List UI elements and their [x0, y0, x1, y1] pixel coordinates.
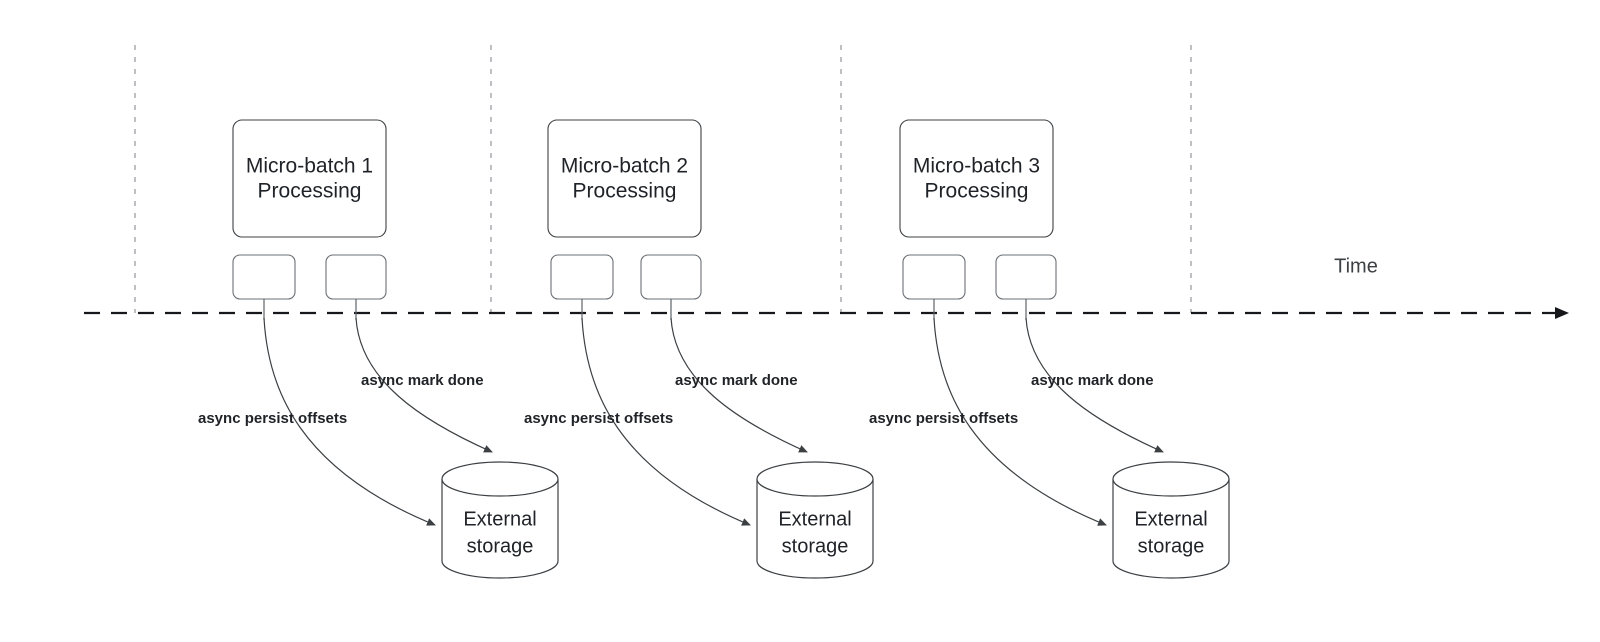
- micro-batch-1-label-line1: Micro-batch 1: [246, 155, 373, 178]
- micro-batch-3-persist-label: async persist offsets: [869, 410, 1018, 427]
- micro-batch-2-markdone-arrow: [670, 317, 808, 453]
- micro-batch-group-1: Micro-batch 1 Processing async persist o…: [198, 119, 559, 579]
- external-storage-2-label-line1: External: [778, 508, 851, 530]
- external-storage-3-top: [1112, 461, 1230, 497]
- micro-batch-3-markdone-arrow: [1025, 317, 1164, 453]
- external-storage-2-label-line2: storage: [782, 535, 849, 557]
- micro-batch-2-markdone-label: async mark done: [675, 372, 798, 389]
- micro-batch-3-persist-arrow: [933, 317, 1107, 526]
- micro-batch-1-persist-task-box[interactable]: [232, 254, 296, 300]
- micro-batch-3-label-line2: Processing: [925, 180, 1029, 203]
- micro-batch-1-label-line2: Processing: [258, 180, 362, 203]
- micro-batch-3-persist-task-box[interactable]: [902, 254, 966, 300]
- micro-batch-2-label-line1: Micro-batch 2: [561, 155, 688, 178]
- timeline-tick-guides: [134, 45, 1192, 313]
- micro-batch-group-3: Micro-batch 3 Processing async persist o…: [869, 119, 1230, 579]
- micro-batch-group-2: Micro-batch 2 Processing async persist o…: [524, 119, 874, 579]
- micro-batch-1-markdone-label: async mark done: [361, 372, 484, 389]
- micro-batch-1-persist-label: async persist offsets: [198, 410, 347, 427]
- micro-batch-2-persist-task-box[interactable]: [550, 254, 614, 300]
- micro-batch-1-markdone-task-box[interactable]: [325, 254, 387, 300]
- micro-batch-3-markdone-label: async mark done: [1031, 372, 1154, 389]
- micro-batch-2-persist-label: async persist offsets: [524, 410, 673, 427]
- external-storage-1[interactable]: External storage: [441, 461, 559, 579]
- external-storage-3-label-line2: storage: [1138, 535, 1205, 557]
- external-storage-3-body: [1112, 479, 1230, 579]
- micro-batch-1-persist-arrow: [263, 317, 436, 526]
- external-storage-1-label-line2: storage: [467, 535, 534, 557]
- micro-batch-3-box[interactable]: [899, 119, 1054, 238]
- external-storage-1-top: [441, 461, 559, 497]
- external-storage-3-label-line1: External: [1134, 508, 1207, 530]
- external-storage-2-top: [756, 461, 874, 497]
- micro-batch-2-box[interactable]: [547, 119, 702, 238]
- micro-batch-2-label-line2: Processing: [573, 180, 677, 203]
- external-storage-1-label-line1: External: [463, 508, 536, 530]
- external-storage-3[interactable]: External storage: [1112, 461, 1230, 579]
- micro-batch-3-markdone-task-box[interactable]: [995, 254, 1057, 300]
- external-storage-2[interactable]: External storage: [756, 461, 874, 579]
- micro-batch-2-persist-arrow: [581, 317, 751, 526]
- micro-batch-3-label-line1: Micro-batch 3: [913, 155, 1040, 178]
- time-axis-label: Time: [1334, 255, 1378, 277]
- micro-batch-2-markdone-task-box[interactable]: [640, 254, 702, 300]
- micro-batch-1-markdone-arrow: [355, 317, 493, 453]
- external-storage-2-body: [756, 479, 874, 579]
- micro-batch-1-box[interactable]: [232, 119, 387, 238]
- external-storage-1-body: [441, 479, 559, 579]
